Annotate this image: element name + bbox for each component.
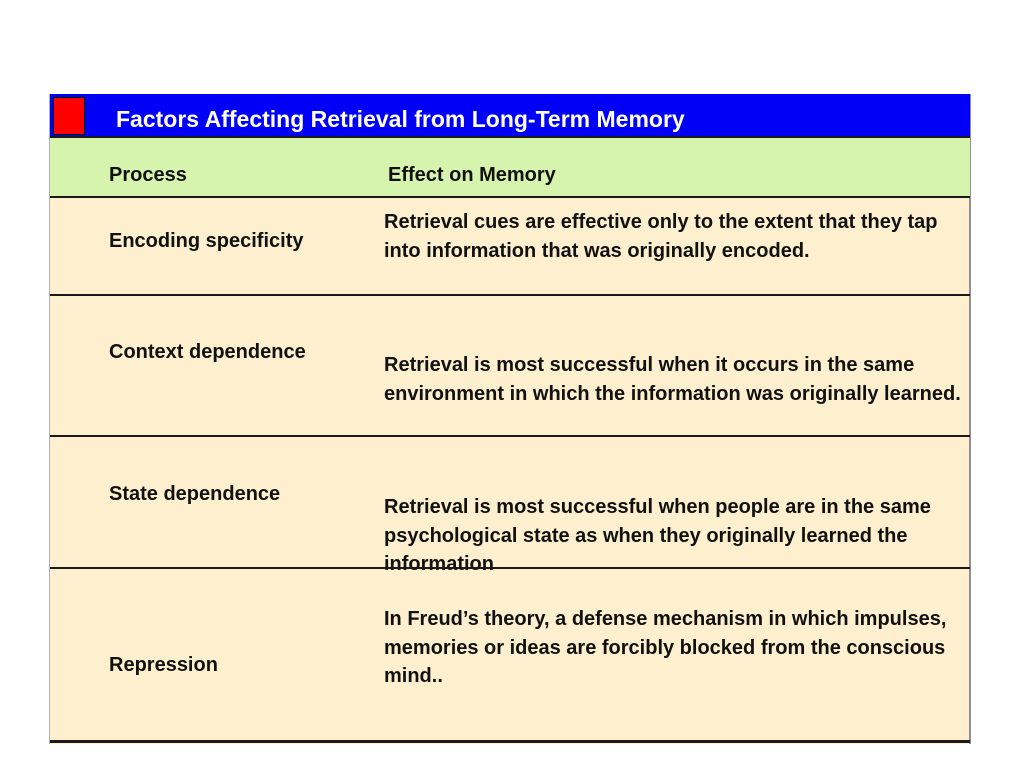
table-row: Context dependence Retrieval is most suc… [50, 296, 970, 435]
header-effect: Effect on Memory [388, 164, 556, 186]
row-divider [50, 435, 970, 437]
table-bottom-border [50, 740, 970, 743]
header-process: Process [109, 164, 187, 186]
table-row: Encoding specificity Retrieval cues are … [50, 198, 970, 294]
row-process: Encoding specificity [109, 230, 304, 252]
red-square-icon [53, 97, 85, 135]
row-effect: Retrieval cues are effective only to the… [384, 211, 938, 262]
row-process: Repression [109, 654, 218, 676]
row-divider [50, 567, 970, 569]
row-divider [50, 294, 970, 296]
row-process: Context dependence [109, 341, 306, 363]
memory-factors-table: Factors Affecting Retrieval from Long-Te… [49, 94, 971, 744]
row-process: State dependence [109, 483, 281, 505]
row-effect: Retrieval is most successful when it occ… [384, 354, 961, 405]
header-row: Process Effect on Memory [50, 138, 970, 198]
table-row: State dependence Retrieval is most succe… [50, 437, 970, 575]
table-row: Repression In Freud’s theory, a defense … [50, 569, 970, 740]
row-effect: In Freud’s theory, a defense mechanism i… [384, 608, 947, 687]
table-title: Factors Affecting Retrieval from Long-Te… [116, 106, 685, 132]
title-bar: Factors Affecting Retrieval from Long-Te… [50, 94, 970, 138]
row-effect: Retrieval is most successful when people… [384, 496, 931, 575]
